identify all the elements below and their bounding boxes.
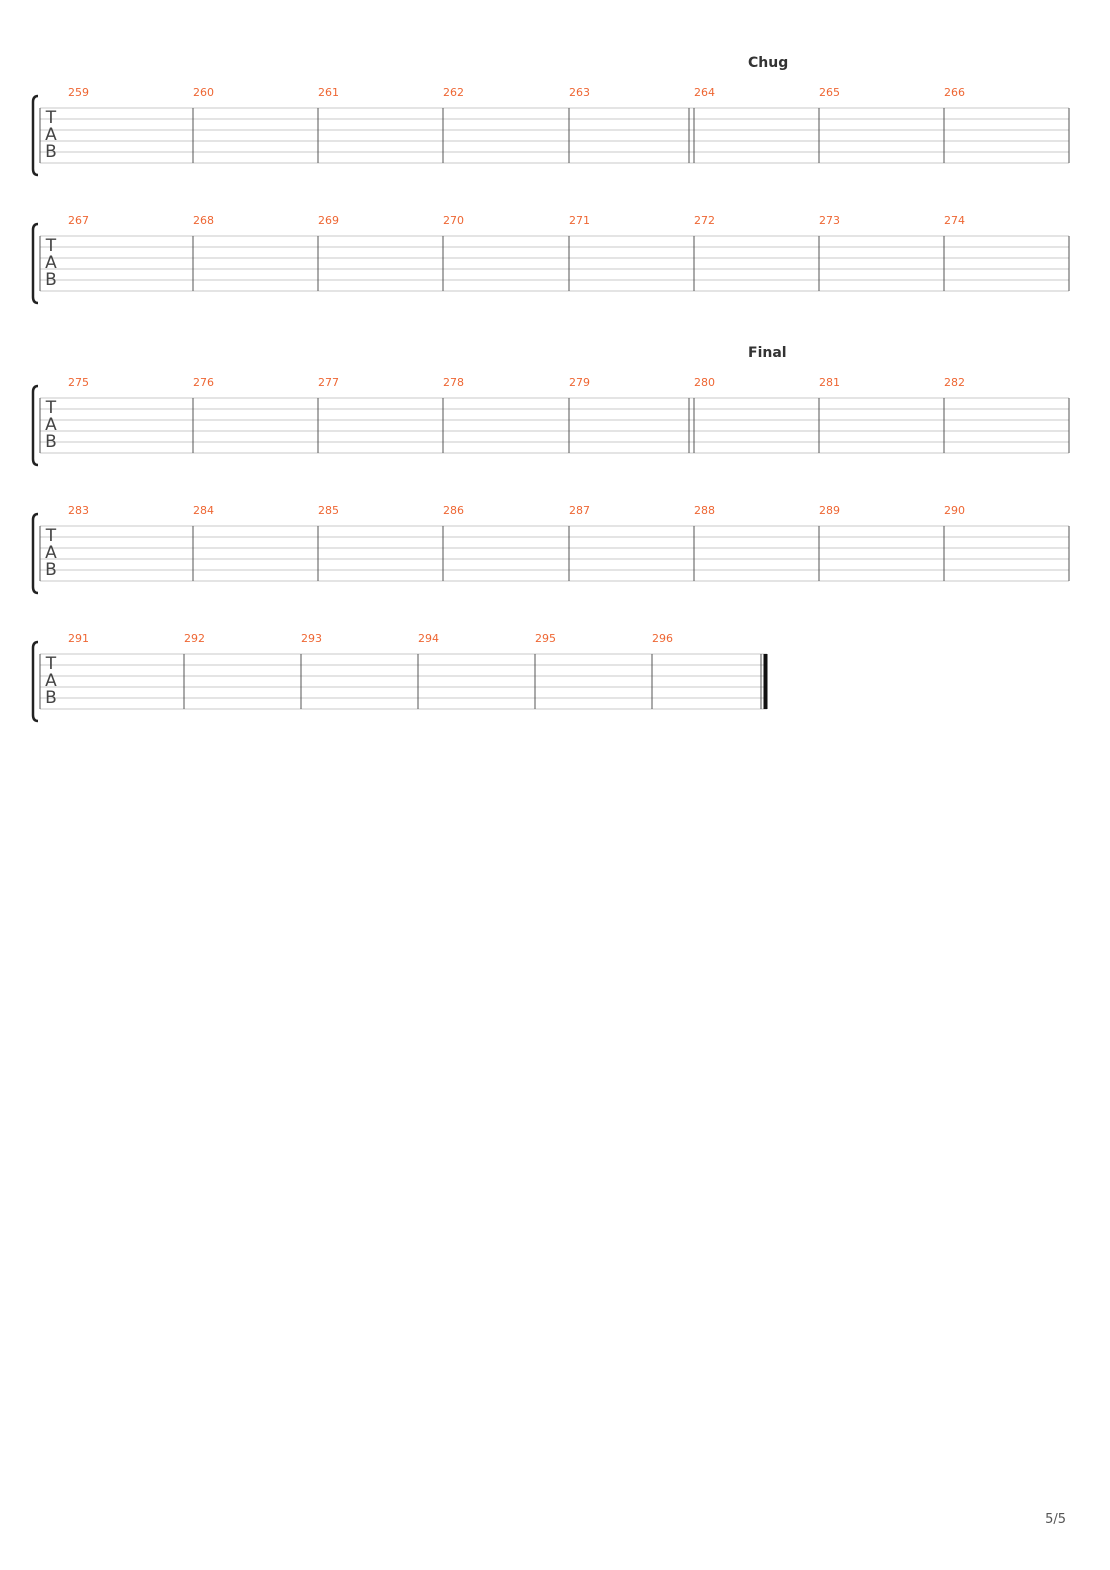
measure-number: 277: [318, 376, 339, 389]
system-bracket: [31, 512, 39, 595]
measure-number: 262: [443, 86, 464, 99]
measure-number: 280: [694, 376, 715, 389]
page-number: 5/5: [1045, 1512, 1066, 1527]
measure-number: 260: [193, 86, 214, 99]
measure-number: 274: [944, 214, 965, 227]
measure-number: 288: [694, 504, 715, 517]
system-bracket: [31, 640, 39, 723]
tab-clef-letter-b: B: [45, 142, 57, 162]
measure-number: 289: [819, 504, 840, 517]
measure-number: 281: [819, 376, 840, 389]
measure-number: 275: [68, 376, 89, 389]
tab-clef-letter-t: T: [45, 526, 57, 546]
measure-number: 285: [318, 504, 339, 517]
measure-number: 264: [694, 86, 715, 99]
tab-clef-letter-t: T: [45, 108, 57, 128]
measure-number: 278: [443, 376, 464, 389]
section-label: Chug: [748, 55, 788, 71]
system-bracket: [31, 94, 39, 177]
tab-clef-letter-a: A: [45, 125, 57, 145]
measure-number: 266: [944, 86, 965, 99]
tab-clef-letter-a: A: [45, 671, 57, 691]
measure-number: 286: [443, 504, 464, 517]
measure-number: 259: [68, 86, 89, 99]
measure-number: 295: [535, 632, 556, 645]
measure-number: 293: [301, 632, 322, 645]
measure-number: 271: [569, 214, 590, 227]
tab-clef-letter-t: T: [45, 654, 57, 674]
tab-clef-letter-t: T: [45, 236, 57, 256]
measure-number: 267: [68, 214, 89, 227]
system-bracket: [31, 384, 39, 467]
measure-number: 263: [569, 86, 590, 99]
measure-number: 290: [944, 504, 965, 517]
tab-clef-letter-b: B: [45, 270, 57, 290]
tab-clef-letter-a: A: [45, 543, 57, 563]
section-label: Final: [748, 345, 787, 361]
measure-number: 276: [193, 376, 214, 389]
measure-number: 265: [819, 86, 840, 99]
measure-number: 292: [184, 632, 205, 645]
tab-clef-letter-b: B: [45, 560, 57, 580]
tab-clef-letter-t: T: [45, 398, 57, 418]
tab-clef-letter-a: A: [45, 415, 57, 435]
measure-number: 296: [652, 632, 673, 645]
measure-number: 291: [68, 632, 89, 645]
system-bracket: [31, 222, 39, 305]
measure-number: 283: [68, 504, 89, 517]
measure-number: 261: [318, 86, 339, 99]
measure-number: 284: [193, 504, 214, 517]
measure-number: 287: [569, 504, 590, 517]
measure-number: 272: [694, 214, 715, 227]
measure-number: 294: [418, 632, 439, 645]
tab-clef-letter-a: A: [45, 253, 57, 273]
measure-number: 269: [318, 214, 339, 227]
measure-number: 270: [443, 214, 464, 227]
measure-number: 268: [193, 214, 214, 227]
measure-number: 279: [569, 376, 590, 389]
tab-clef-letter-b: B: [45, 688, 57, 708]
measure-number: 282: [944, 376, 965, 389]
measure-number: 273: [819, 214, 840, 227]
tab-clef-letter-b: B: [45, 432, 57, 452]
